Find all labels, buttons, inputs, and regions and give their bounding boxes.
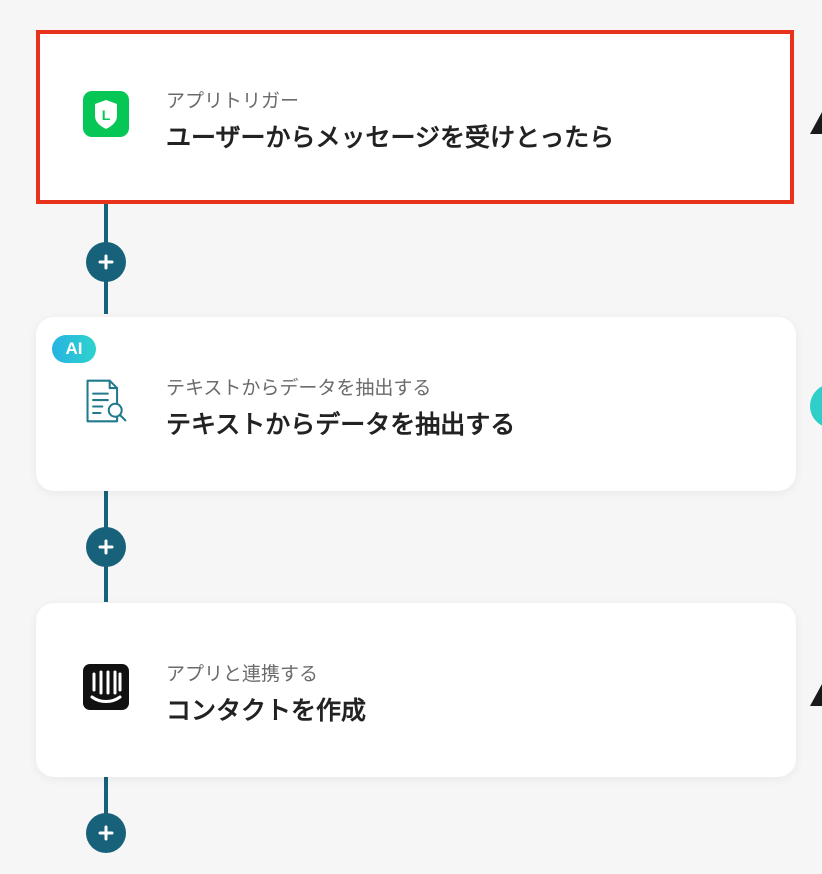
add-step-button[interactable] [86, 242, 126, 282]
intercom-icon [82, 663, 130, 711]
ai-assist-icon[interactable] [810, 384, 822, 428]
add-step-button[interactable] [86, 527, 126, 567]
step-title: コンタクトを作成 [166, 696, 367, 725]
plus-icon [98, 539, 114, 555]
add-step-button[interactable] [86, 813, 126, 853]
warning-icon [810, 112, 822, 134]
step-title: テキストからデータを抽出する [166, 410, 516, 439]
line-app-icon: L [82, 90, 130, 138]
action-step-card[interactable]: アプリと連携する コンタクトを作成 [36, 603, 796, 777]
step-subtitle: テキストからデータを抽出する [166, 377, 432, 399]
plus-icon [98, 825, 114, 841]
connector-line [104, 776, 108, 836]
trigger-step-card[interactable]: L アプリトリガー ユーザーからメッセージを受けとったら [36, 30, 794, 204]
step-title: ユーザーからメッセージを受けとったら [166, 123, 615, 152]
ai-step-card[interactable]: テキストからデータを抽出する テキストからデータを抽出する [36, 317, 796, 491]
step-subtitle: アプリと連携する [166, 663, 319, 685]
step-subtitle: アプリトリガー [166, 90, 300, 112]
ai-badge: AI [52, 335, 96, 363]
warning-icon [810, 684, 822, 706]
plus-icon [98, 254, 114, 270]
svg-text:L: L [102, 107, 111, 123]
document-search-icon [82, 377, 130, 425]
